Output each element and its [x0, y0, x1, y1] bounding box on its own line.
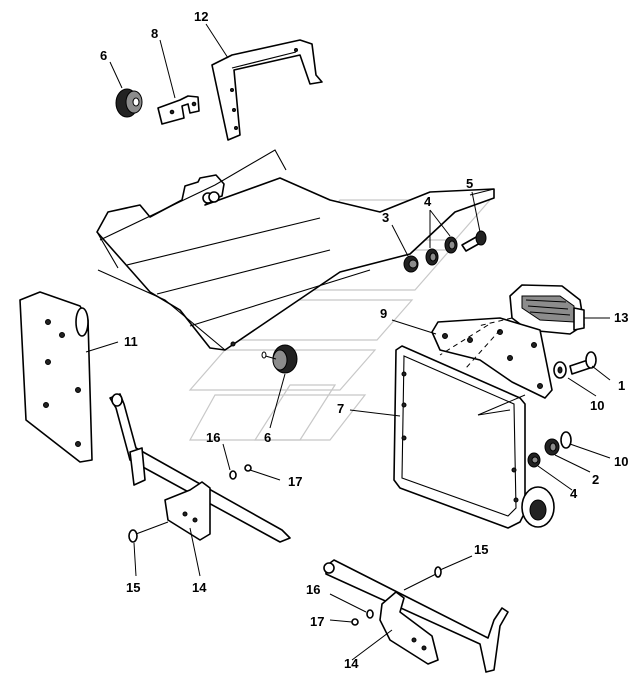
callout-6-middle: 6: [264, 430, 271, 445]
part-6-knob-top: [115, 88, 143, 118]
part-7-plate-panel: [393, 345, 526, 529]
callout-4-lower: 4: [570, 486, 578, 501]
callout-14-left: 14: [192, 580, 207, 595]
callout-16-left: 16: [206, 430, 220, 445]
part-12-frame-bracket: [211, 39, 323, 141]
callout-6-top: 6: [100, 48, 107, 63]
washers-nuts-lower: [527, 431, 572, 468]
callout-7: 7: [337, 401, 344, 416]
main-tray-body: [96, 149, 495, 351]
callout-10-upper: 10: [590, 398, 604, 413]
part-13-lamp-housing: [509, 284, 585, 335]
part-6-knob-middle: [261, 344, 298, 374]
callout-11: 11: [124, 334, 138, 349]
callout-15-bottom: 15: [474, 542, 488, 557]
callout-9: 9: [380, 306, 387, 321]
reflector-disc: [521, 486, 555, 528]
callout-10-lower: 10: [614, 454, 628, 469]
assembly-guide-lines: [439, 317, 526, 416]
callout-17-left: 17: [288, 474, 302, 489]
part-11-side-panel: [19, 291, 93, 463]
hardware-nuts-bolt: [403, 230, 487, 273]
callout-8: 8: [151, 26, 158, 41]
callout-16-bottom: 16: [306, 582, 320, 597]
callout-15-left: 15: [126, 580, 140, 595]
rod-assembly-left: [109, 393, 291, 543]
callout-4-top: 4: [424, 194, 432, 209]
callout-13: 13: [614, 310, 628, 325]
callout-leader-lines: [85, 23, 611, 661]
callout-1: 1: [618, 378, 625, 393]
rod-assembly-bottom: [323, 559, 509, 673]
callout-17-bottom: 17: [310, 614, 324, 629]
part-9-mounting-plate: [431, 317, 553, 399]
callout-5: 5: [466, 176, 473, 191]
callout-12: 12: [194, 9, 208, 24]
callout-2: 2: [592, 472, 599, 487]
callout-labels: 12 8 6 3 4 5 9 13 11 1 10 7 6 10 16 2 17…: [100, 9, 628, 671]
part-8-l-bracket: [157, 95, 200, 125]
callout-14-bottom: 14: [344, 656, 359, 671]
callout-3: 3: [382, 210, 389, 225]
bolt-washer-upper: [553, 351, 597, 379]
